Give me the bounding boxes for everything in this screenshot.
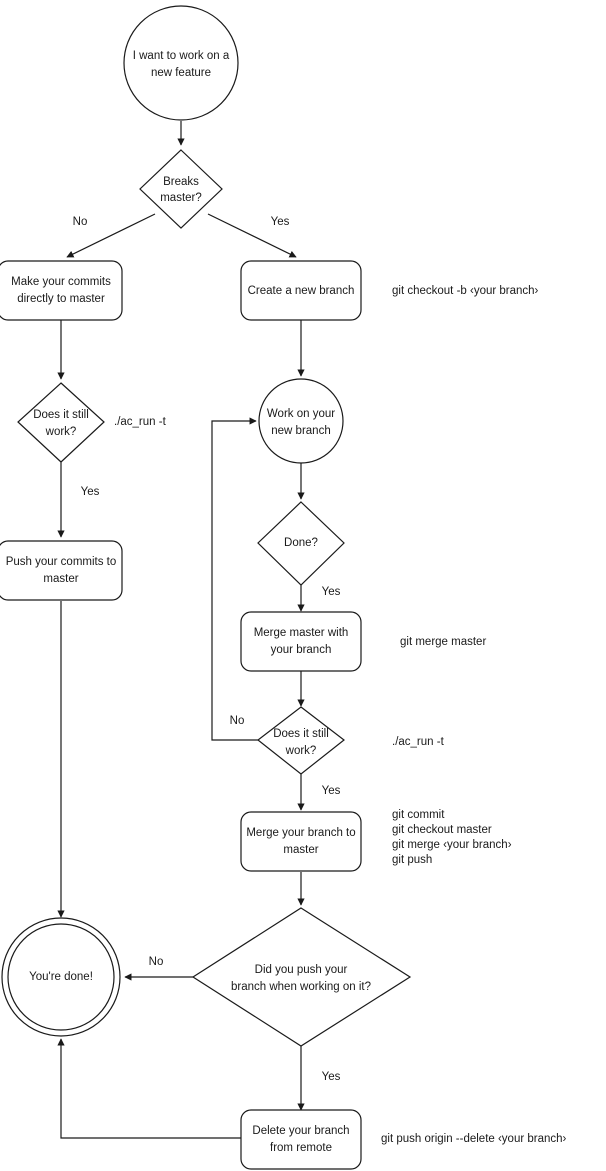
edge-work-check-right-no-loopback [211, 417, 258, 741]
node-merge-branch-label-line1: Merge your branch to [246, 827, 355, 839]
node-make-commits-label-line1: Make your commits [11, 276, 111, 288]
annotation-merge-commands-line2: git checkout master [392, 824, 492, 836]
edge-label-push-yes: Yes [322, 1071, 341, 1083]
node-merge-master-label-line1: Merge master with [254, 627, 349, 639]
node-delete-branch-label-line1: Delete your branch [252, 1125, 349, 1137]
node-merge-master: Merge master with your branch [240, 611, 362, 672]
node-done-check-label: Done? [284, 537, 318, 549]
annotation-checkout-branch: git checkout -b ‹your branch› [392, 285, 539, 297]
node-delete-branch: Delete your branch from remote [240, 1109, 362, 1170]
edge-label-breaks-yes: Yes [271, 216, 290, 228]
edge-label-work-right-no: No [230, 715, 245, 727]
node-does-it-work-left-label-line2: work? [45, 426, 77, 438]
node-does-it-work-right-label-line1: Does it still [273, 728, 329, 740]
annotation-merge-commands-line3: git merge ‹your branch› [392, 839, 512, 851]
edge-label-breaks-no: No [73, 216, 88, 228]
node-merge-master-label-line2: your branch [271, 644, 332, 656]
edge-breaks-no-to-make-commits [66, 213, 156, 258]
node-did-you-push-label-line2: branch when working on it? [231, 981, 371, 993]
node-merge-branch-label-line2: master [283, 844, 318, 856]
annotation-ac-run-left: ./ac_run -t [114, 416, 167, 428]
node-work-branch-label-line1: Work on your [267, 408, 335, 420]
node-create-branch-label: Create a new branch [248, 285, 355, 297]
node-start-label-line2: new feature [151, 67, 211, 79]
annotation-merge-commands-line4: git push [392, 854, 432, 866]
node-delete-branch-label-line2: from remote [270, 1142, 332, 1154]
node-make-commits: Make your commits directly to master [0, 260, 123, 321]
node-does-it-work-right: Does it still work? [257, 706, 345, 775]
node-push-commits: Push your commits to master [0, 540, 123, 601]
node-youre-done-label: You're done! [29, 971, 93, 983]
edge-delete-branch-to-done [57, 1038, 241, 1139]
node-did-you-push: Did you push your branch when working on… [191, 907, 412, 1047]
edge-breaks-yes-to-create-branch [207, 213, 297, 258]
node-work-branch-label-line2: new branch [271, 425, 330, 437]
node-does-it-work-left-label-line1: Does it still [33, 409, 89, 421]
node-make-commits-label-line2: directly to master [17, 293, 105, 305]
node-does-it-work-left: Does it still work? [17, 382, 105, 463]
annotation-ac-run-right: ./ac_run -t [392, 736, 445, 748]
edge-label-work-right-yes: Yes [322, 785, 341, 797]
node-breaks-master: Breaks master? [139, 149, 223, 229]
node-breaks-master-label-line1: Breaks [163, 176, 199, 188]
edge-label-done-yes: Yes [322, 586, 341, 598]
node-youre-done: You're done! [1, 917, 121, 1037]
node-work-branch: Work on your new branch [258, 378, 344, 464]
node-start: I want to work on a new feature [123, 5, 239, 121]
node-create-branch: Create a new branch [240, 260, 362, 321]
node-push-commits-label-line1: Push your commits to [6, 556, 117, 568]
annotation-merge-master: git merge master [400, 636, 486, 648]
node-start-label-line1: I want to work on a [133, 50, 230, 62]
node-done-check: Done? [257, 501, 345, 586]
edge-label-push-no: No [149, 956, 164, 968]
annotation-delete-remote: git push origin --delete ‹your branch› [381, 1133, 567, 1145]
node-breaks-master-label-line2: master? [160, 192, 202, 204]
edge-label-work-left-yes: Yes [81, 486, 100, 498]
node-push-commits-label-line2: master [43, 573, 78, 585]
node-merge-branch: Merge your branch to master [240, 811, 362, 872]
annotation-merge-commands-line1: git commit [392, 809, 445, 821]
node-did-you-push-label-line1: Did you push your [255, 964, 348, 976]
node-does-it-work-right-label-line2: work? [285, 745, 317, 757]
